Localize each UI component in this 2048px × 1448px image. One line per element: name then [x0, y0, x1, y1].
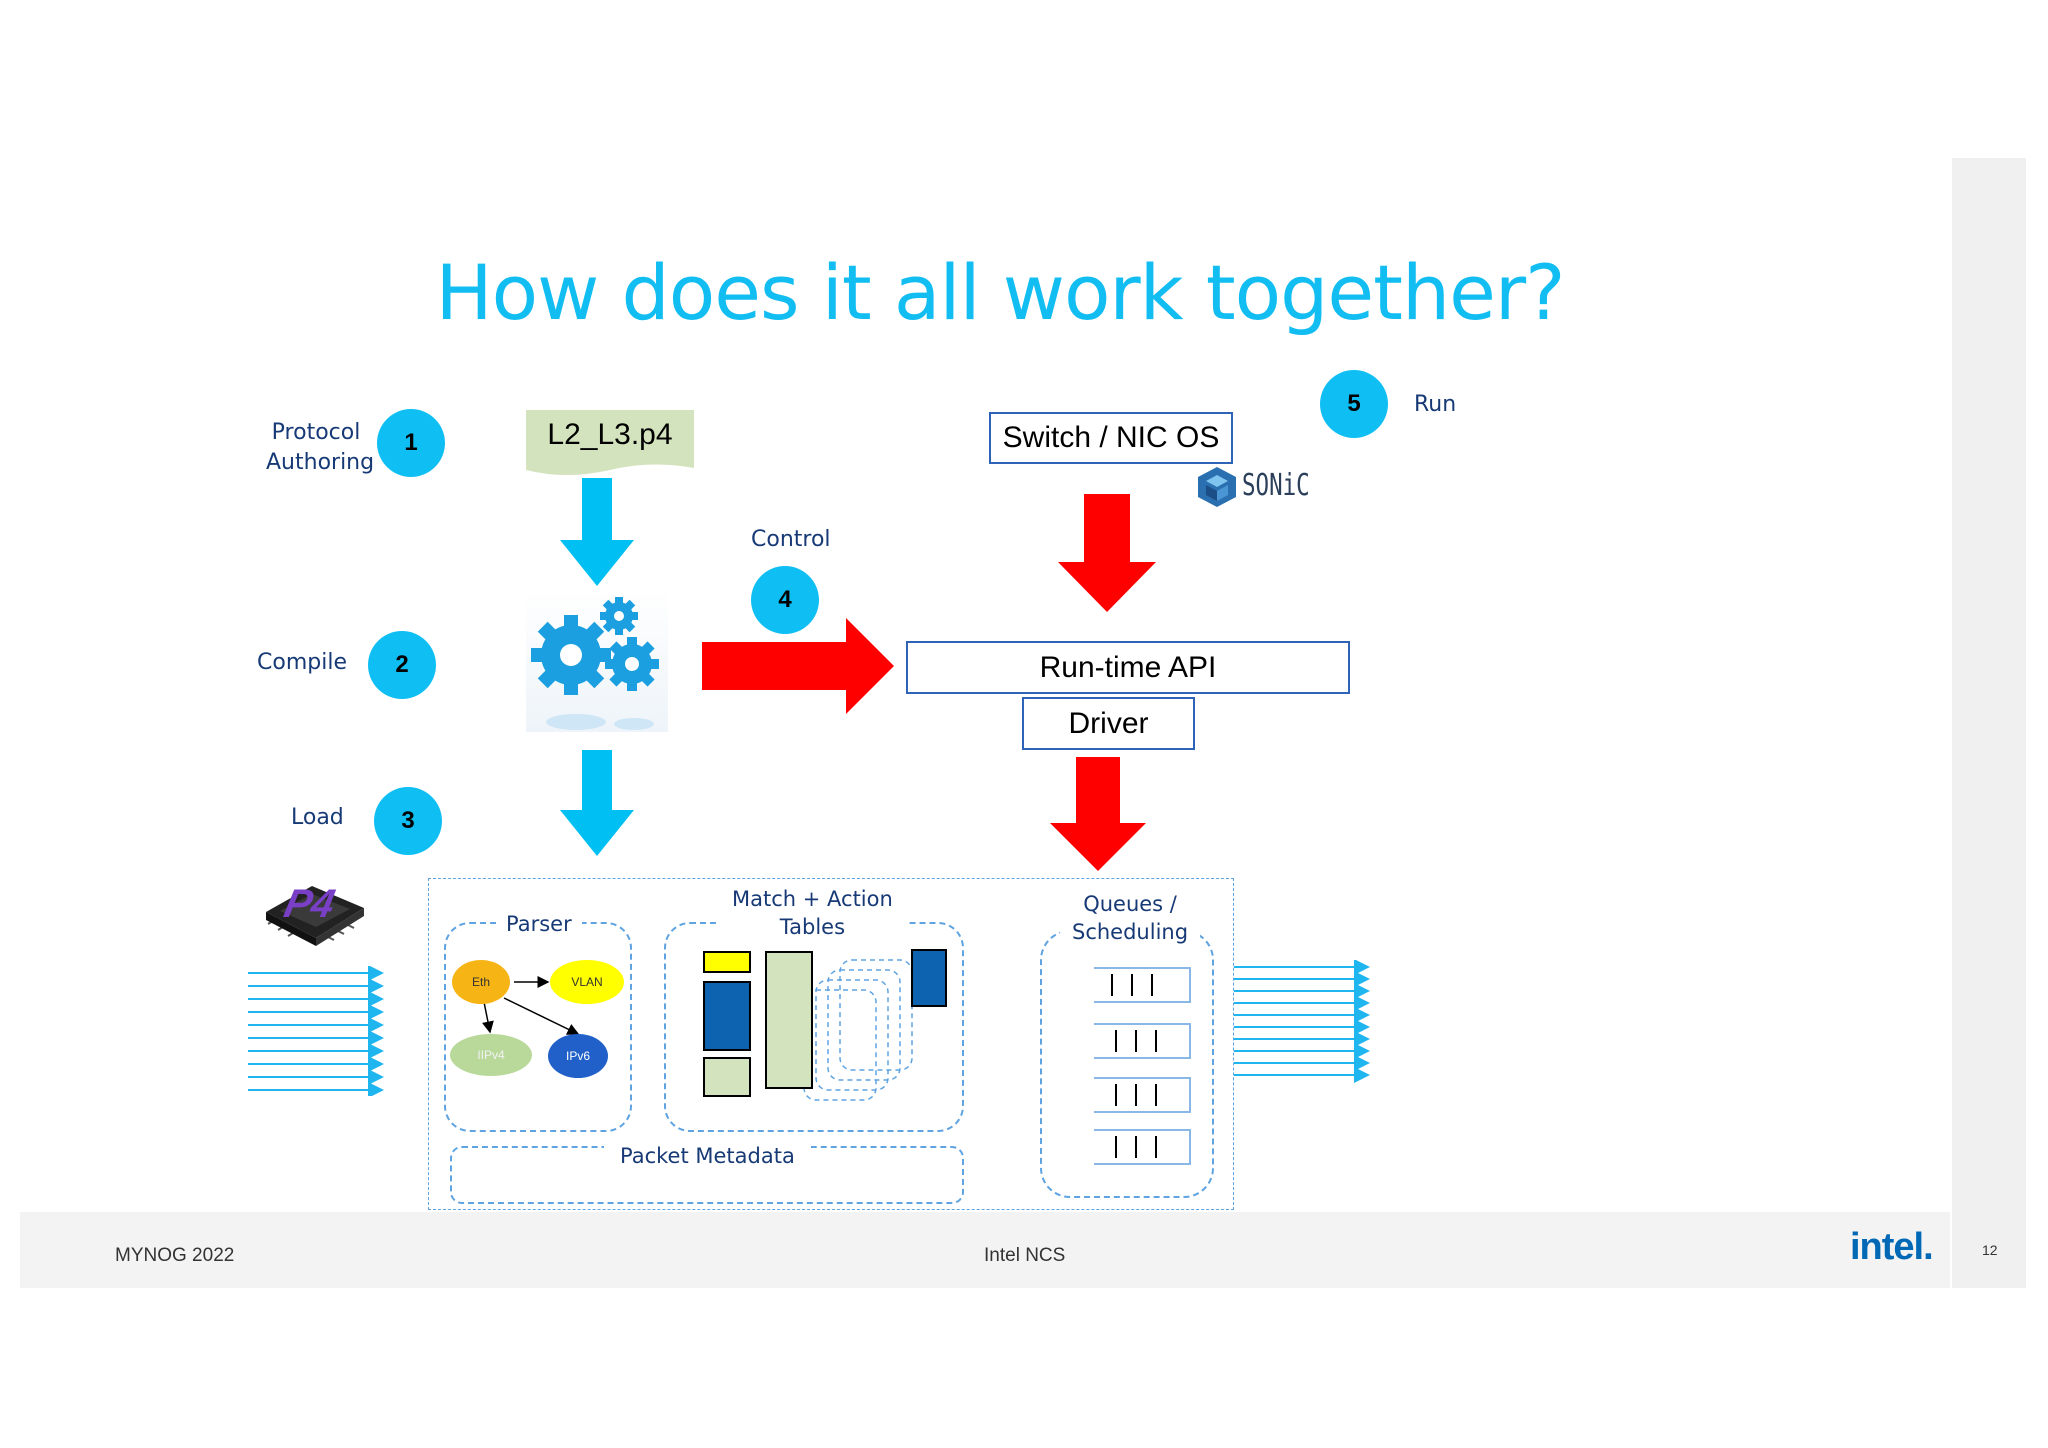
- step4-label: Control: [751, 527, 831, 552]
- p4-file-shape: [526, 410, 694, 475]
- match-action-label-line2: Tables: [779, 915, 846, 939]
- arrow-down-runtime: [1058, 494, 1156, 612]
- queues-label-line1: Queues /: [1083, 892, 1177, 916]
- page-number: 12: [1982, 1242, 1998, 1258]
- step3-circle: 3: [374, 787, 442, 855]
- side-panel: [1952, 158, 2026, 1288]
- parse-node-vlan: VLAN: [550, 960, 624, 1004]
- step1-label-line2: Authoring: [266, 450, 375, 475]
- footer-bar: [20, 1212, 1950, 1288]
- gears-icon: [526, 590, 668, 732]
- match-action-label-line1: Match + Action: [732, 887, 893, 911]
- packet-metadata-label: Packet Metadata: [604, 1142, 811, 1170]
- arrow-down-pipeline: [1050, 757, 1146, 871]
- parser-label: Parser: [496, 910, 582, 938]
- slide-title: How does it all work together?: [435, 248, 1566, 337]
- step2-label: Compile: [257, 650, 347, 675]
- sonic-logo-text: SONiC: [1242, 468, 1310, 503]
- runtime-api-box: Run-time API: [906, 641, 1350, 694]
- step5-circle: 5: [1320, 370, 1388, 438]
- sonic-logo-icon: [1198, 467, 1236, 507]
- queues-label-line2: Scheduling: [1072, 920, 1189, 944]
- intel-logo: intel.: [1850, 1226, 1934, 1268]
- match-action-tables: [703, 949, 947, 1101]
- footer-left-text: MYNOG 2022: [115, 1245, 235, 1266]
- queues-label: Queues / Scheduling: [1060, 890, 1201, 946]
- step5-label: Run: [1414, 392, 1457, 417]
- step1-circle: 1: [377, 409, 445, 477]
- parse-node-ipv6: IPv6: [548, 1034, 608, 1078]
- driver-box: Driver: [1022, 697, 1195, 750]
- parse-node-ipv4: IIPv4: [450, 1034, 532, 1076]
- step3-label: Load: [291, 805, 344, 830]
- incoming-packets: [248, 966, 384, 1096]
- step4-circle: 4: [751, 566, 819, 634]
- footer-center-text: Intel NCS: [984, 1245, 1066, 1266]
- pipeline-frame: [428, 878, 1234, 1210]
- step1-label-line1: Protocol: [271, 420, 361, 445]
- step1-label: Protocol Authoring: [266, 418, 375, 478]
- arrow-down-compile: [560, 478, 634, 586]
- p4-chip-icon: [266, 886, 364, 946]
- arrow-right-control: [702, 618, 894, 714]
- arrow-down-load: [560, 750, 634, 856]
- outgoing-packets: [1234, 960, 1370, 1083]
- parse-node-eth: Eth: [452, 960, 510, 1004]
- queue-icons: [1094, 967, 1191, 1165]
- p4-chip-logo: P4: [280, 882, 339, 926]
- switch-nic-os-box: Switch / NIC OS: [989, 412, 1233, 464]
- p4-file-label: L2_L3.p4: [547, 418, 673, 451]
- match-action-label: Match + Action Tables: [716, 885, 909, 941]
- parse-graph-edges: [482, 976, 580, 1035]
- step2-circle: 2: [368, 631, 436, 699]
